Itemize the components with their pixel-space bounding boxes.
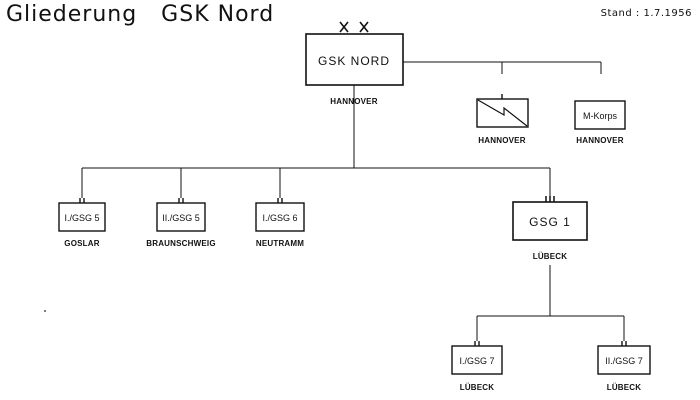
signal-unit-node [476,94,529,128]
page-title: Gliederung GSK Nord [6,2,275,27]
signal-unit-location: HANNOVER [478,136,526,145]
m-korps-location: HANNOVER [576,136,624,145]
scan-speck [44,310,46,312]
i-gsg6-node: I./GSG 6 [255,198,305,232]
connector-lines [81,61,625,341]
i-gsg7-node: I./GSG 7 [451,341,503,375]
gsg1-node: GSG 1 [512,196,588,241]
i-gsg6-location: NEUTRAMM [255,239,305,248]
crossed-swords-icon [339,21,369,33]
ii-gsg5-node: II./GSG 5 [156,198,206,232]
gsg1-location: LÜBECK [532,252,568,261]
ii-gsg5-location: BRAUNSCHWEIG [146,239,216,248]
stand-date: Stand : 1.7.1956 [600,8,692,19]
m-korps-label: M-Korps [583,111,618,121]
gsk-nord-node: GSK NORD [305,21,404,86]
gsk-nord-location: HANNOVER [330,97,378,106]
m-korps-node: M-Korps [574,100,626,130]
i-gsg6-label: I./GSG 6 [262,213,297,223]
signal-lightning-icon [477,99,528,127]
i-gsg5-location: GOSLAR [64,239,100,248]
i-gsg5-node: I./GSG 5 [58,198,106,232]
gsg1-label: GSG 1 [529,215,571,229]
ii-gsg7-label: II./GSG 7 [605,356,643,366]
i-gsg7-location: LÜBECK [459,383,495,392]
ii-gsg5-label: II./GSG 5 [162,213,200,223]
i-gsg5-label: I./GSG 5 [64,213,99,223]
gsk-nord-label: GSK NORD [318,54,390,68]
ii-gsg7-node: II./GSG 7 [597,341,651,375]
ii-gsg7-location: LÜBECK [606,383,642,392]
i-gsg7-label: I./GSG 7 [459,356,494,366]
